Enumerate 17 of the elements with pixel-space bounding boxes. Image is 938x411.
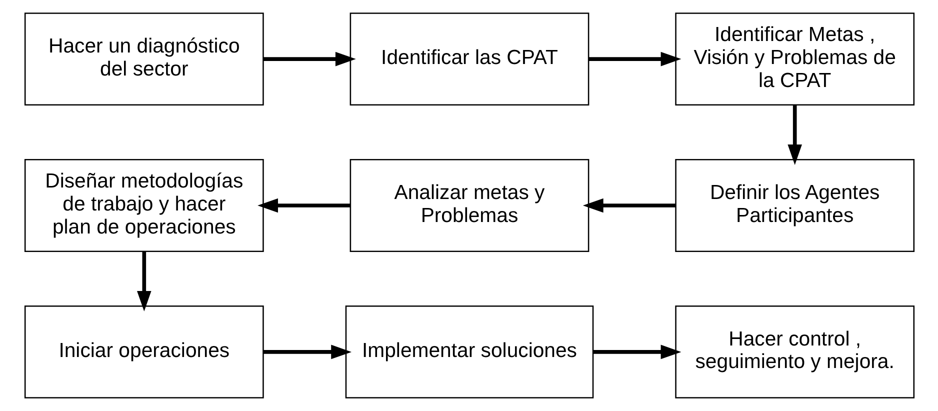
node-box: Iniciar operaciones: [24, 305, 264, 398]
arrow: [136, 252, 151, 312]
arrow: [257, 198, 350, 213]
arrow: [592, 344, 681, 360]
node-box: Implementar soluciones: [344, 305, 594, 398]
arrow: [262, 344, 352, 360]
arrow: [588, 52, 681, 66]
arrow: [582, 198, 675, 213]
node-box: Hacer control , seguimiento y mejora.: [674, 305, 914, 398]
node-box: Diseñar metodologías de trabajo y hacer plan de operaciones: [24, 159, 264, 252]
node-box: Analizar metas y Problemas: [349, 159, 589, 252]
node-box: Definir los Agentes Participantes: [674, 159, 914, 252]
node-box: Identificar Metas , Visión y Problemas de la CPAT: [674, 12, 914, 106]
node-box: Hacer un diagnóstico del sector: [24, 12, 264, 106]
arrow: [262, 52, 356, 66]
node-box: Identificar las CPAT: [349, 12, 589, 106]
arrow: [787, 105, 802, 165]
